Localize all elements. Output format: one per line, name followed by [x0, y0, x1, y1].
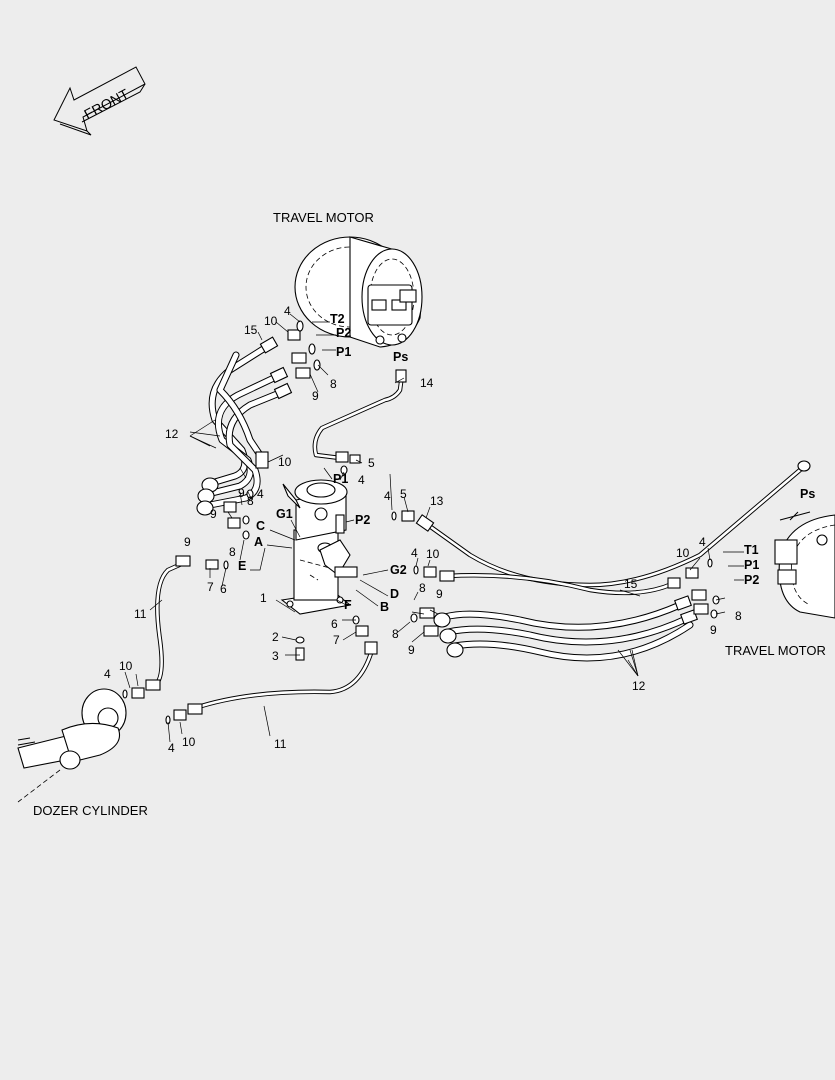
port-p1-right: P1 [744, 558, 759, 572]
leader-lines [124, 313, 726, 743]
label-8: 8 [419, 581, 426, 595]
label-14: 14 [420, 376, 434, 390]
label-9: 9 [436, 587, 443, 601]
port-g2: G2 [390, 563, 407, 577]
label-9: 9 [210, 507, 217, 521]
label-13: 13 [430, 494, 444, 508]
hose-11-lower [187, 641, 378, 715]
port-t1-right: T1 [744, 543, 759, 557]
dozer-cylinder-caption: DOZER CYLINDER [33, 803, 148, 818]
travel-motor-right-caption: TRAVEL MOTOR [725, 643, 826, 658]
hose-15-right [439, 570, 681, 596]
label-9: 9 [710, 623, 717, 637]
hoses-12-right [433, 595, 698, 662]
dozer-cylinder [17, 688, 127, 803]
label-4: 4 [284, 304, 291, 318]
front-arrow: FRONT [53, 66, 146, 136]
part-number-labels: 4 10 15 8 9 14 12 10 5 4 4 9 8 9 8 9 7 6… [104, 304, 742, 755]
label-15: 15 [244, 323, 258, 337]
label-8: 8 [392, 627, 399, 641]
pipe-13 [415, 460, 811, 588]
label-11: 11 [274, 737, 287, 751]
travel-motor-top-caption: TRAVEL MOTOR [273, 210, 374, 225]
port-p2-right: P2 [744, 573, 759, 587]
port-ps-top: Ps [393, 350, 408, 364]
port-ps-right: Ps [800, 487, 815, 501]
travel-motor-right [774, 511, 835, 619]
label-3: 3 [272, 649, 279, 663]
front-label: FRONT [81, 85, 131, 122]
label-10: 10 [426, 547, 440, 561]
label-11: 11 [134, 607, 147, 621]
label-10: 10 [182, 735, 196, 749]
label-4: 4 [384, 489, 391, 503]
label-10: 10 [278, 455, 292, 469]
label-10: 10 [119, 659, 133, 673]
label-9: 9 [184, 535, 191, 549]
label-4: 4 [257, 487, 264, 501]
label-4: 4 [358, 473, 365, 487]
port-p1-top: P1 [336, 345, 351, 359]
label-6: 6 [220, 582, 227, 596]
label-5: 5 [400, 487, 407, 501]
fittings [122, 320, 720, 725]
label-5: 5 [368, 456, 375, 470]
label-4: 4 [168, 741, 175, 755]
label-4: 4 [411, 546, 418, 560]
hose-11-upper [145, 555, 191, 691]
port-e: E [238, 559, 246, 573]
port-p2-top: P2 [336, 326, 351, 340]
label-8: 8 [735, 609, 742, 623]
label-9: 9 [312, 389, 319, 403]
label-9: 9 [408, 643, 415, 657]
label-4: 4 [699, 535, 706, 549]
label-8: 8 [247, 494, 254, 508]
label-4: 4 [104, 667, 111, 681]
port-f: F [344, 598, 352, 612]
label-9: 9 [238, 486, 245, 500]
port-c: C [256, 519, 265, 533]
pipe-14 [312, 369, 407, 463]
port-d: D [390, 587, 399, 601]
label-7: 7 [207, 580, 214, 594]
label-6: 6 [331, 617, 338, 631]
label-10: 10 [264, 314, 278, 328]
swivel-joint [280, 479, 358, 615]
label-8: 8 [330, 377, 337, 391]
port-g1: G1 [276, 507, 293, 521]
travel-motor-top [294, 236, 423, 348]
label-7: 7 [333, 633, 340, 647]
label-12: 12 [165, 427, 179, 441]
label-12: 12 [632, 679, 646, 693]
label-2: 2 [272, 630, 279, 644]
port-t2: T2 [330, 312, 345, 326]
port-a: A [254, 535, 263, 549]
label-1: 1 [260, 591, 267, 605]
port-b: B [380, 600, 389, 614]
label-8: 8 [229, 545, 236, 559]
label-10: 10 [676, 546, 690, 560]
label-15: 15 [624, 577, 638, 591]
port-p2-joint: P2 [355, 513, 370, 527]
